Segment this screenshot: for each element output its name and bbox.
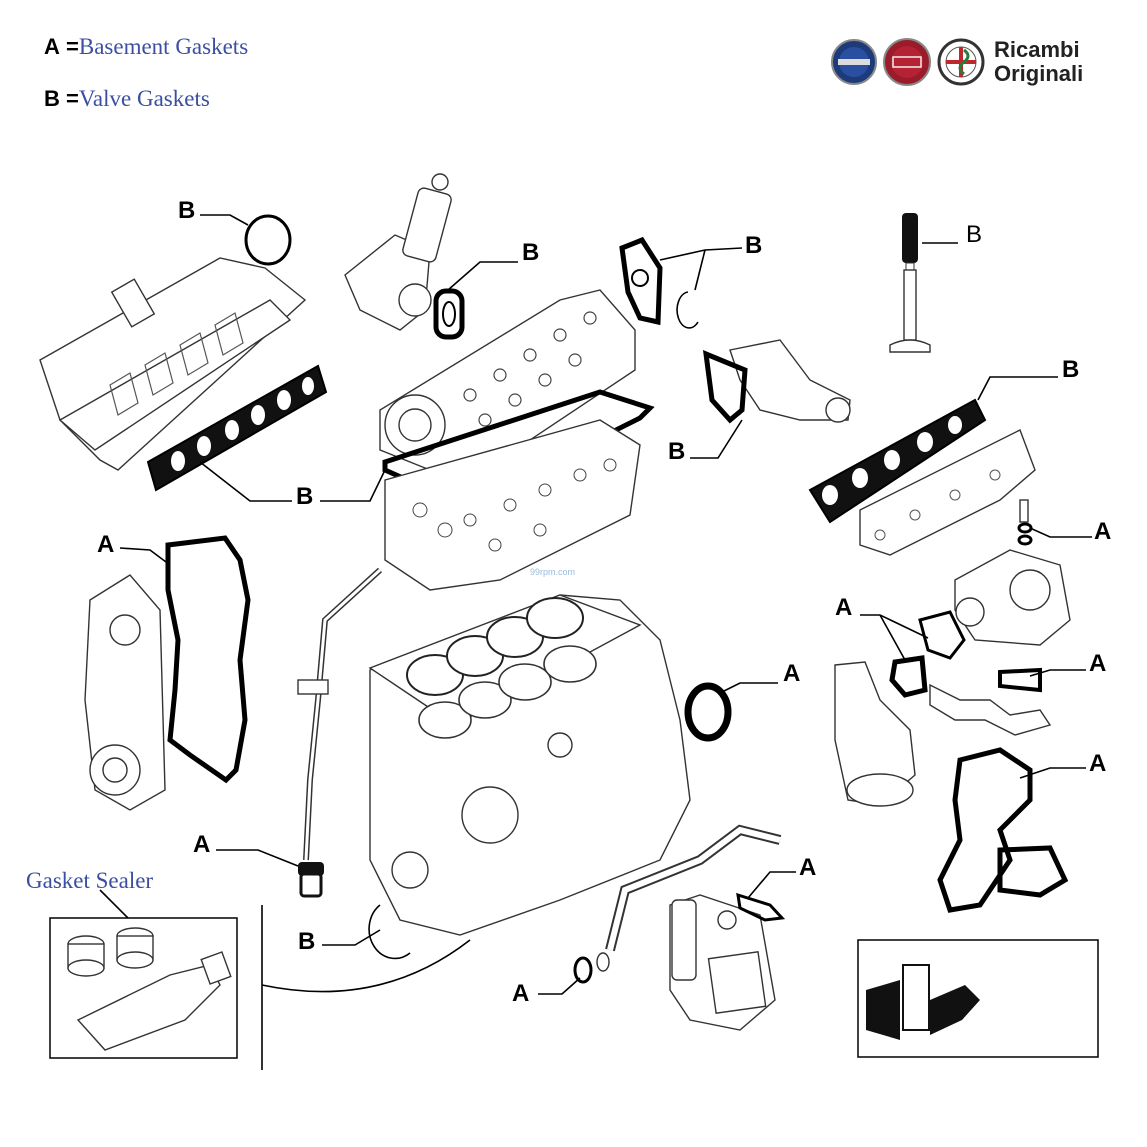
cylinder-head-lower	[384, 419, 641, 591]
intake-o-ring-gasket	[244, 214, 292, 266]
callout-a: A	[783, 660, 800, 687]
callout-a: A	[799, 854, 816, 881]
timing-cover	[84, 574, 166, 811]
callout-b: B	[668, 438, 685, 465]
watermark-text: 99rpm.com	[530, 567, 575, 577]
callout-a: A	[193, 831, 210, 858]
egr-pipe	[929, 683, 1052, 736]
gasket-sealer-kit	[49, 917, 238, 1059]
egr-gasket	[433, 288, 465, 340]
callout-a: A	[1089, 650, 1106, 677]
water-pump-gaskets	[889, 610, 966, 698]
lancia-badge	[831, 39, 877, 85]
engine-block	[368, 594, 691, 936]
egr-flange-gasket	[619, 236, 663, 326]
drain-plug-seal	[298, 862, 324, 898]
water-pump	[954, 549, 1071, 646]
exhaust-manifold-gasket	[808, 398, 987, 524]
callout-b: B	[296, 483, 313, 510]
dipstick-tube	[297, 567, 383, 861]
thermostat-gasket	[702, 350, 748, 424]
rear-seal-ring	[368, 904, 411, 960]
brand-line2: Originali	[994, 61, 1083, 86]
legend-b-key: B	[44, 86, 60, 111]
callout-a: A	[835, 594, 852, 621]
gasket-sealer-label: Gasket Sealer	[26, 868, 153, 893]
callout-b: B	[298, 928, 315, 955]
oil-pipe-o-ring	[573, 956, 593, 984]
gasket-sealer-leader	[99, 889, 129, 919]
callout-b: B	[745, 232, 762, 259]
legend-a-equals: =	[66, 34, 79, 59]
callout-b: B	[178, 197, 195, 224]
oil-filter-housing-gasket	[937, 747, 1069, 913]
callout-leaders	[119, 214, 1092, 995]
valve-stem-seal	[902, 213, 918, 274]
callout-a: A	[512, 980, 529, 1007]
exhaust-manifold	[859, 429, 1036, 556]
bolt-washers	[1017, 499, 1033, 546]
legend-a-label: Basement Gaskets	[78, 34, 249, 59]
engine-valve	[889, 269, 931, 353]
egr-valve	[344, 173, 452, 331]
callout-b: B	[522, 239, 539, 266]
ricambi-originali-logo: Ricambi Originali	[831, 37, 1083, 86]
callout-b: B	[1062, 356, 1079, 383]
oil-pipe	[605, 824, 782, 952]
legend-b-label: Valve Gaskets	[78, 86, 210, 111]
callout-a: A	[97, 531, 114, 558]
thermostat-housing	[729, 339, 851, 423]
legend-b: B =Valve Gaskets	[44, 86, 210, 112]
oil-pipe-end	[596, 952, 610, 972]
egr-small-o-ring	[676, 291, 699, 329]
oil-cooler-gasket	[736, 892, 786, 922]
catalytic-converter	[834, 661, 916, 807]
legend-b-equals: =	[66, 86, 79, 111]
fiat-badge	[883, 38, 931, 86]
oil-cooler	[669, 894, 776, 1031]
callout-b: B	[966, 221, 982, 248]
brand-line1: Ricambi	[994, 37, 1080, 62]
alfa-romeo-badge	[937, 38, 985, 86]
egr-pipe-gasket	[998, 667, 1042, 693]
legend-a: A =Basement Gaskets	[44, 34, 248, 60]
callout-labels: B B B B B B B A A A A A A A A B A	[97, 197, 1111, 1007]
frame-line-curve	[261, 939, 471, 993]
intake-manifold-gasket	[146, 364, 328, 492]
fiat-parts-box	[857, 939, 1099, 1058]
crankshaft-seal	[684, 682, 732, 742]
callout-a: A	[1094, 518, 1111, 545]
head-gasket-bores	[406, 597, 584, 696]
timing-cover-gasket	[165, 535, 251, 784]
callout-a: A	[1089, 750, 1106, 777]
cylinder-head	[379, 289, 636, 481]
intake-manifold	[39, 257, 307, 471]
legend-a-key: A	[44, 34, 60, 59]
